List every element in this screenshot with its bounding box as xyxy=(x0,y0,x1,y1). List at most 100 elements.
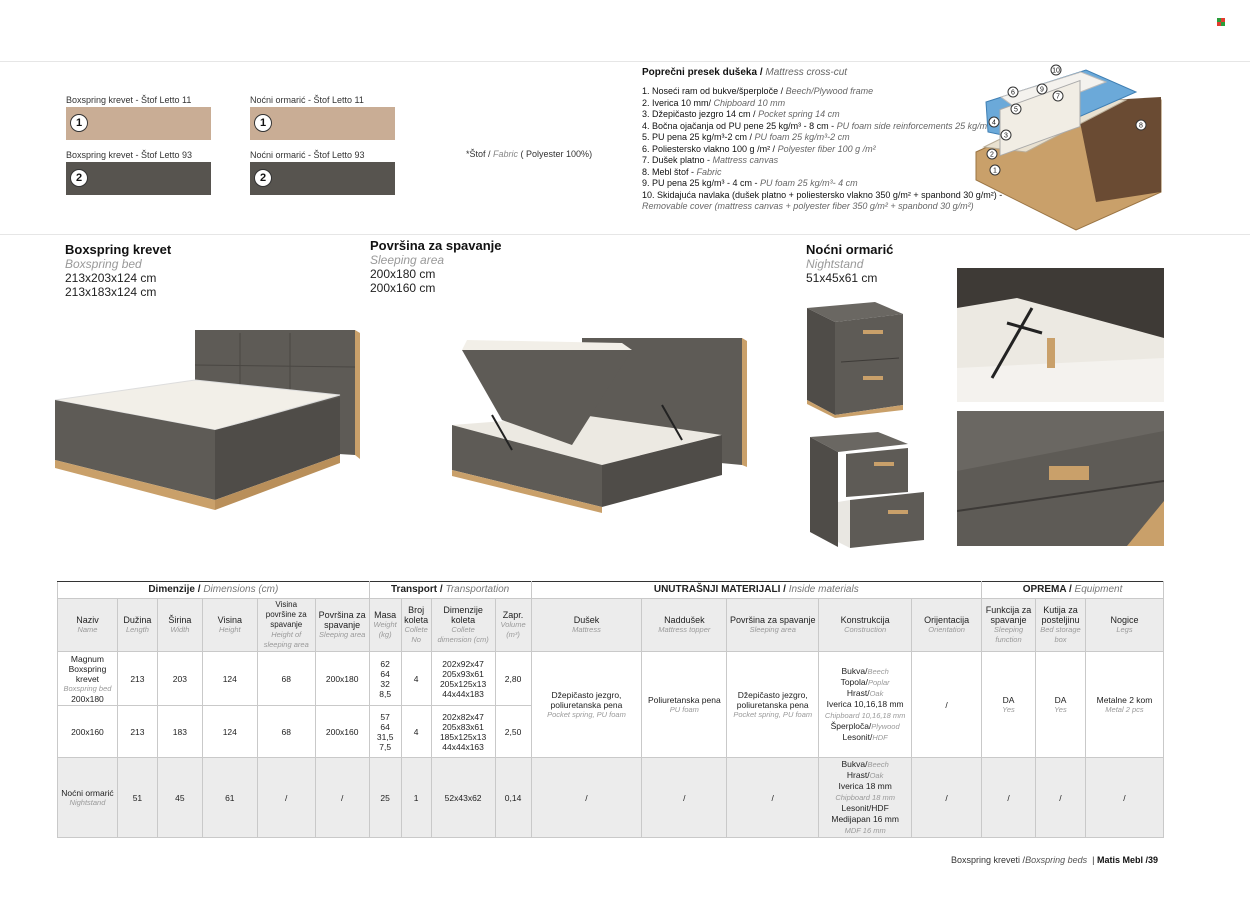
header-en: Height xyxy=(218,625,241,634)
swatch-number: 2 xyxy=(70,169,88,187)
cell-text: 64 xyxy=(380,721,390,732)
fabric-note-composition: ( Polyester 100%) xyxy=(518,149,593,159)
cell-weight: 25 xyxy=(368,757,402,838)
cell-length: 213 xyxy=(116,705,158,758)
list-item: 10. Skidajuća navlaka (dušek platno + po… xyxy=(642,190,1020,202)
cell-text-en: HDF xyxy=(872,733,888,742)
seam-line xyxy=(957,480,1164,512)
swatch-label: Boxspring krevet - Štof Letto 93 xyxy=(66,150,193,160)
cell-orientation: / xyxy=(911,651,983,758)
cell-legs: / xyxy=(1084,757,1165,838)
group-transport: Transport / Transportation xyxy=(368,581,532,599)
cell-text: Džepičasto jezgro, poliuretanska pena xyxy=(736,689,809,710)
headboard-edge-shape xyxy=(742,338,747,467)
product-nightstand: Noćni ormarić Nightstand 51x45x61 cm xyxy=(806,242,893,285)
item-sr: 2. Iverica 10 mm/ xyxy=(642,97,714,108)
column-header: Zapr.Volume (m³) xyxy=(494,598,532,652)
list-item: 9. PU pena 25 kg/m³ - 4 cm - PU foam 25 … xyxy=(642,178,1020,190)
lift-mechanism xyxy=(661,404,683,441)
swatch-number: 2 xyxy=(254,169,272,187)
group-sr: OPREMA / xyxy=(1022,584,1075,595)
product-dimension: 51x45x61 cm xyxy=(806,271,878,285)
header-en: Sleeping area xyxy=(319,630,366,639)
nightstand-side-shape xyxy=(810,437,838,547)
seam-line xyxy=(194,364,356,368)
wood-base-shape xyxy=(215,455,340,510)
cell-text-en: Yes xyxy=(1054,704,1067,714)
header-sr: Površina za spavanje xyxy=(729,615,816,625)
cell-text: 205x93x61 xyxy=(442,668,484,679)
cell-text: Šperploča/ xyxy=(830,721,872,731)
bed-side-shape xyxy=(55,400,215,500)
cell-text-en: Beech xyxy=(867,667,889,676)
product-title: Površina za spavanje xyxy=(370,238,502,253)
bed-front-shape xyxy=(602,435,722,507)
diagram-number: 7 xyxy=(1056,94,1060,101)
cell-collete-dims: 52x43x62 xyxy=(430,757,496,838)
fabric-highlight-shape xyxy=(957,411,1164,471)
fabric-note-en: Fabric xyxy=(493,149,519,159)
diagram-marker xyxy=(1052,90,1064,102)
list-item: 6. Poliestersko vlakno 100 g /m² / Polye… xyxy=(642,144,1020,156)
cell-text-en: Oak xyxy=(869,689,884,698)
cell-text: DA xyxy=(1002,694,1015,705)
table-group-row: Dimenzije / Dimensions (cm) Transport / … xyxy=(57,581,1164,599)
cell-text: Metalne 2 kom xyxy=(1096,694,1153,705)
group-en: Dimensions (cm) xyxy=(203,584,279,595)
cell-text: Iverica 18 mm xyxy=(838,781,892,791)
item-en: PU foam 25 kg/m³- 4 cm xyxy=(760,178,858,188)
list-item: 7. Dušek platno - Mattress canvas xyxy=(642,155,1020,167)
fabric-swatch-letto93[interactable]: 2 xyxy=(66,162,211,195)
fabric-swatch-letto11[interactable]: 1 xyxy=(250,107,395,140)
fabric-swatch-letto11[interactable]: 1 xyxy=(66,107,211,140)
cell-text: 32 xyxy=(380,678,390,689)
bed-side-shape xyxy=(452,425,602,507)
table-row: Magnum Boxspring krevet Boxspring bed 20… xyxy=(57,651,1165,758)
list-item: 2. Iverica 10 mm/ Chipboard 10 mm xyxy=(642,98,1020,110)
header-sr: Dužina xyxy=(123,615,152,625)
cell-sleep-area: 200x160 xyxy=(314,705,370,758)
cell-text: 8,5 xyxy=(379,688,392,699)
cross-section-list: 1. Noseći ram od bukve/šperploče / Beech… xyxy=(642,86,1020,213)
drawer-seam xyxy=(840,357,900,363)
fabric-swatch-letto93[interactable]: 2 xyxy=(250,162,395,195)
header-en: Sleeping area xyxy=(749,625,796,634)
header-en: Width xyxy=(170,625,190,634)
item-en: PU foam 25 kg/m³-2 cm xyxy=(754,132,850,142)
cell-text: Džepičasto jezgro, poliuretanska pena xyxy=(550,689,623,710)
swatch-label: Boxspring krevet - Štof Letto 11 xyxy=(66,95,192,105)
item-sr: 1. Noseći ram od bukve/šperploče / xyxy=(642,86,786,96)
drawer-handle xyxy=(874,462,894,466)
header-en: Collete dimension (cm) xyxy=(437,625,489,644)
cell-volume: 2,50 xyxy=(494,705,532,758)
item-sr: 3. Džepičasto jezgro 14 cm / xyxy=(642,109,759,119)
cell-text: 200x180 xyxy=(71,693,104,704)
mattress-cross-section-diagram: 10 9 7 6 5 4 3 2 1 8 xyxy=(975,64,1162,231)
nightstand-open-photo xyxy=(810,432,924,548)
item-en: Beech/Plywood frame xyxy=(785,86,874,96)
swatch-label: Noćni ormarić - Štof Letto 11 xyxy=(250,95,364,105)
cell-sleep-height: 68 xyxy=(256,705,316,758)
divider xyxy=(0,61,1250,62)
header-sr: Visina površine za spavanje xyxy=(265,600,307,629)
diagram-number: 2 xyxy=(990,152,994,159)
logo-icon xyxy=(1217,18,1225,26)
header-sr: Masa xyxy=(374,610,397,620)
cell-text: DA xyxy=(1054,694,1067,705)
cell-text: 7,5 xyxy=(379,741,392,752)
wood-strip-shape xyxy=(1047,338,1055,368)
header-en: Construction xyxy=(844,625,887,634)
mattress-shape xyxy=(55,379,341,431)
cell-function: / xyxy=(981,757,1036,838)
diagram-number: 4 xyxy=(992,120,996,127)
group-sr: Dimenzije / xyxy=(148,584,204,595)
diagram-number: 1 xyxy=(993,168,997,175)
cell-text: Lesonit/ xyxy=(842,732,873,742)
header-en: Orientation xyxy=(928,625,965,634)
